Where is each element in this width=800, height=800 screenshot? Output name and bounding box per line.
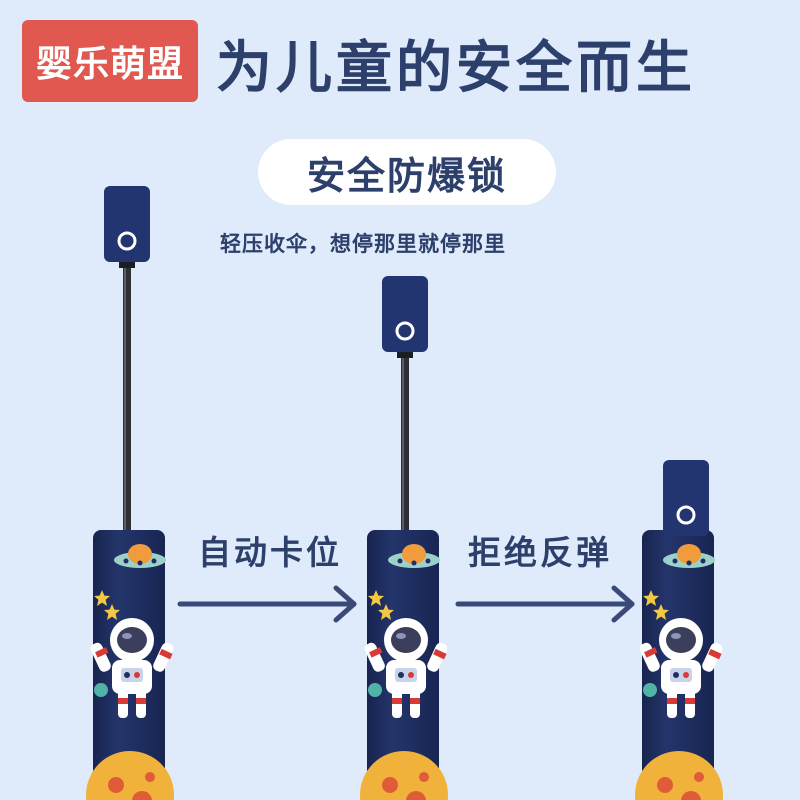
- page-headline: 为儿童的安全而生: [216, 35, 696, 101]
- half-retracted-umbrella: [360, 276, 450, 800]
- step-label-auto-lock: 自动卡位: [198, 533, 342, 572]
- arrow-right-icon: [455, 585, 635, 623]
- arrow-right-icon: [177, 585, 357, 623]
- feature-caption: 轻压收伞，想停那里就停那里: [220, 232, 506, 256]
- extended-umbrella: [86, 186, 176, 800]
- step-label-no-rebound: 拒绝反弹: [468, 533, 612, 572]
- brand-badge: 婴乐萌盟: [22, 20, 198, 102]
- planet-icon: [94, 683, 108, 697]
- feature-title-pill: 安全防爆锁: [258, 139, 556, 205]
- fully-retracted-umbrella: [635, 460, 725, 800]
